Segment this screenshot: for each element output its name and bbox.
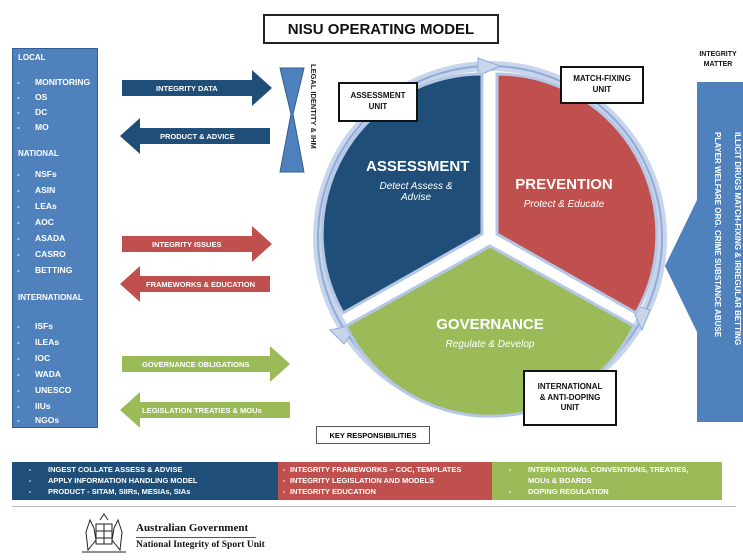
stakeholders-panel: LOCAL -MONITORING -OS -DC -MO NATIONAL -… — [12, 48, 98, 428]
integrity-issues-label: INTEGRITY ISSUES — [152, 240, 222, 249]
unit-label: & ANTI-DOPING — [539, 392, 601, 402]
governance-obligations-label: GOVERNANCE OBLIGATIONS — [142, 360, 250, 369]
integrity-matter-label: INTEGRITY MATTER — [699, 51, 737, 68]
legislation-treaties-label: LEGISLATION TREATIES & MOUs — [142, 406, 262, 415]
prevention-sector — [495, 72, 659, 316]
list-item: -ISFs — [17, 321, 53, 331]
list-item: -NGOs — [17, 415, 60, 425]
ring-arrowhead — [477, 57, 502, 77]
footer-rule — [136, 537, 256, 538]
assessment-title: ASSESSMENT — [366, 158, 470, 175]
integrity-data-label: INTEGRITY DATA — [156, 84, 218, 93]
list-item: -DOPING REGULATION — [508, 487, 609, 496]
unit-label: UNIT — [592, 85, 612, 94]
assessment-text: ASSESSMENT Detect Assess & Advise — [366, 158, 470, 203]
governance-subtitle: Regulate & Develop — [445, 339, 535, 350]
governance-title: GOVERNANCE — [436, 316, 544, 333]
key-responsibilities-label: KEY RESPONSIBILITIES — [316, 426, 430, 444]
list-item: -INTEGRITY EDUCATION — [282, 487, 376, 496]
list-item: -CASRO — [17, 249, 66, 259]
list-item: -DC — [17, 107, 48, 117]
diagram-canvas — [120, 57, 697, 428]
footer-line2: National Integrity of Sport Unit — [136, 540, 265, 550]
prevention-text: PREVENTION Protect & Educate — [504, 176, 624, 210]
governance-responsibilities: -INTERNATIONAL CONVENTIONS, TREATIES, MO… — [492, 462, 722, 500]
list-item: -ASADA — [17, 233, 66, 243]
right-panel-arrow — [665, 200, 697, 332]
page-title: NISU OPERATING MODEL — [263, 14, 499, 44]
assessment-responsibilities: -INGEST COLLATE ASSESS & ADVISE -APPLY I… — [12, 462, 278, 500]
list-item: -IOC — [17, 353, 51, 363]
product-advice-label: PRODUCT & ADVICE — [160, 132, 235, 141]
list-item: -OS — [17, 92, 48, 102]
international-heading: INTERNATIONAL — [18, 293, 83, 302]
list-item: -BETTING — [17, 265, 73, 275]
footer-line1: Australian Government — [136, 522, 249, 534]
list-item: -UNESCO — [17, 385, 72, 395]
list-item: -ASIN — [17, 185, 56, 195]
national-heading: NATIONAL — [18, 149, 59, 158]
unit-label: UNIT — [368, 102, 388, 111]
unit-label: ASSESSMENT — [350, 91, 406, 101]
prevention-subtitle: Protect & Educate — [523, 199, 605, 210]
right-panel-text-2: PLAYER WELFARE ORG. CRIME SUBSTANCE ABUS… — [713, 132, 722, 338]
local-heading: LOCAL — [18, 53, 46, 62]
integrity-data-arrow — [122, 70, 272, 106]
list-item: -MONITORING — [17, 77, 91, 87]
list-item: -INTERNATIONAL CONVENTIONS, TREATIES, — [508, 465, 689, 474]
governance-obligations-arrow — [122, 346, 290, 382]
list-item: -ILEAs — [17, 337, 60, 347]
list-item: -INGEST COLLATE ASSESS & ADVISE — [28, 465, 183, 474]
list-item: -INTEGRITY FRAMEWORKS – COC, TEMPLATES — [282, 465, 462, 474]
right-panel-text-1: ILLICIT DRUGS MATCH-FIXING & IRREGULAR B… — [733, 132, 742, 346]
unit-label: UNIT — [560, 403, 580, 413]
unit-label: MATCH-FIXING — [573, 74, 631, 84]
list-item: -PRODUCT - SITAM, SIIRs, MESIAs, SIAs — [28, 487, 191, 496]
list-item: MOUs & BOARDS — [528, 476, 592, 485]
frameworks-education-label: FRAMEWORKS & EDUCATION — [146, 280, 256, 289]
list-item: -AOC — [17, 217, 54, 227]
governance-text: GOVERNANCE Regulate & Develop — [420, 316, 560, 350]
unit-label: INTERNATIONAL — [537, 381, 603, 391]
footer-divider — [12, 506, 736, 507]
assessment-sector — [320, 72, 484, 316]
list-item: -WADA — [17, 369, 61, 379]
assessment-subtitle-1: Detect Assess & — [379, 181, 453, 192]
list-item: -INTEGRITY LEGISLATION AND MODELS — [282, 476, 435, 485]
legislation-treaties-arrow — [120, 392, 290, 428]
list-item: -APPLY INFORMATION HANDLING MODEL — [28, 476, 198, 485]
assessment-subtitle-2: Advise — [400, 192, 431, 203]
product-advice-arrow — [120, 118, 270, 154]
prevention-title: PREVENTION — [515, 176, 613, 193]
hourglass-label: LEGAL IDENTITY & IHM — [309, 64, 318, 149]
assessment-unit-box: ASSESSMENT UNIT — [338, 82, 418, 122]
coat-of-arms-icon — [82, 513, 126, 553]
list-item: -MO — [17, 122, 49, 132]
match-fixing-unit-box: MATCH-FIXING UNIT — [560, 66, 644, 104]
international-unit-box: INTERNATIONAL & ANTI-DOPING UNIT — [523, 370, 617, 426]
integrity-matter-panel — [697, 82, 743, 422]
list-item: -NSFs — [17, 169, 57, 179]
frameworks-education-arrow — [120, 266, 270, 302]
list-item: -IIUs — [17, 401, 51, 411]
hourglass-shape — [279, 67, 305, 173]
prevention-responsibilities: -INTEGRITY FRAMEWORKS – COC, TEMPLATES -… — [278, 462, 492, 500]
list-item: -LEAs — [17, 201, 57, 211]
integrity-issues-arrow — [122, 226, 272, 262]
